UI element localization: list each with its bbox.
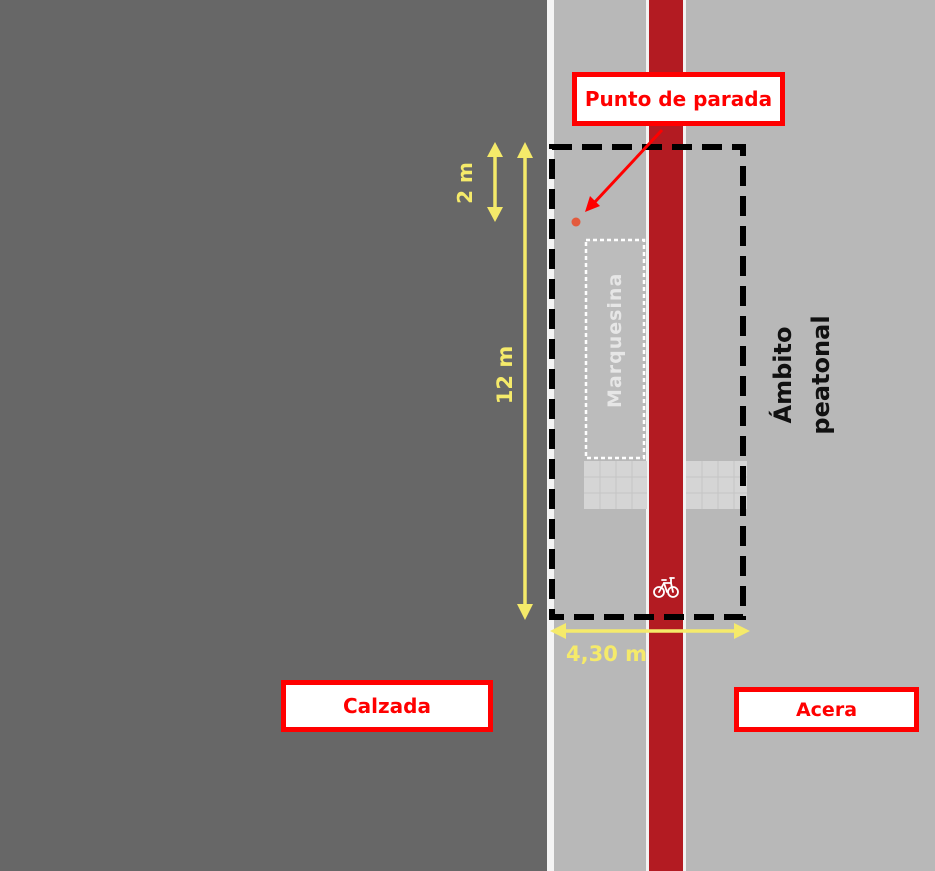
- pedestrian-zone-label-line1: Ámbito: [769, 326, 797, 424]
- shelter-outline: [584, 238, 646, 460]
- bicycle-icon: [653, 577, 679, 598]
- stop-point-label: Punto de parada: [572, 72, 785, 126]
- shelter-label: Marquesina: [604, 272, 626, 408]
- dimension-arrow-430m: [550, 623, 750, 639]
- dimension-label-2m: 2 m: [453, 162, 477, 204]
- bike-lane: [649, 0, 683, 871]
- roadway: [0, 0, 547, 871]
- stop-point: [571, 217, 581, 227]
- roadway-label: Calzada: [281, 680, 493, 732]
- stop-point-arrow: [585, 128, 664, 212]
- pedestrian-zone-label-line2: peatonal: [807, 315, 835, 435]
- dimension-arrow-2m: [487, 142, 503, 222]
- pedestrian-zone-label: Ámbito peatonal: [764, 313, 840, 437]
- sidewalk-label: Acera: [734, 687, 919, 732]
- dimension-arrow-12m: [517, 142, 533, 620]
- tactile-paving: [584, 461, 747, 509]
- dimension-label-12m: 12 m: [493, 345, 517, 405]
- dimension-label-430m: 4,30 m: [566, 642, 648, 666]
